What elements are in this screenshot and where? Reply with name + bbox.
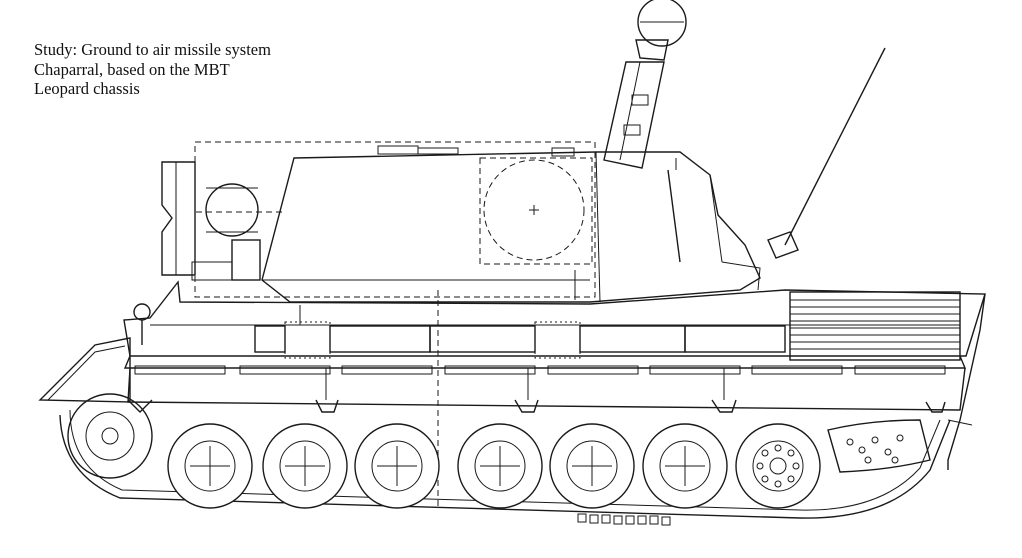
turret-rear-pod <box>161 161 285 281</box>
caption-line-3: Leopard chassis <box>34 79 140 98</box>
road-wheels <box>167 423 821 509</box>
road-wheel <box>262 423 348 509</box>
side-skirts <box>254 321 786 359</box>
rear-plate <box>947 293 986 470</box>
road-wheel <box>167 423 253 509</box>
missile-container <box>479 157 593 265</box>
antenna <box>784 47 886 246</box>
missile-launcher-arm <box>603 0 687 169</box>
road-wheel <box>457 423 543 509</box>
rear-sprocket <box>827 419 931 473</box>
road-wheel <box>354 423 440 509</box>
front-idler-wheel <box>67 393 153 479</box>
road-wheel <box>642 423 728 509</box>
dashed-envelope <box>194 141 596 298</box>
suspension-arms <box>127 368 946 413</box>
track <box>59 409 951 519</box>
track-links <box>577 513 671 526</box>
caption-line-1: Study: Ground to air missile system <box>34 40 271 59</box>
hull-upper-deck <box>123 280 986 357</box>
road-wheel <box>735 423 821 509</box>
caption-line-2: Chaparral, based on the MBT <box>34 59 230 79</box>
turret-body <box>261 145 761 303</box>
engine-grille <box>789 291 961 361</box>
caption: Study: Ground to air missile system Chap… <box>34 40 271 99</box>
road-wheel <box>549 423 635 509</box>
front-glacis <box>38 303 151 403</box>
antenna-mount <box>767 231 799 259</box>
